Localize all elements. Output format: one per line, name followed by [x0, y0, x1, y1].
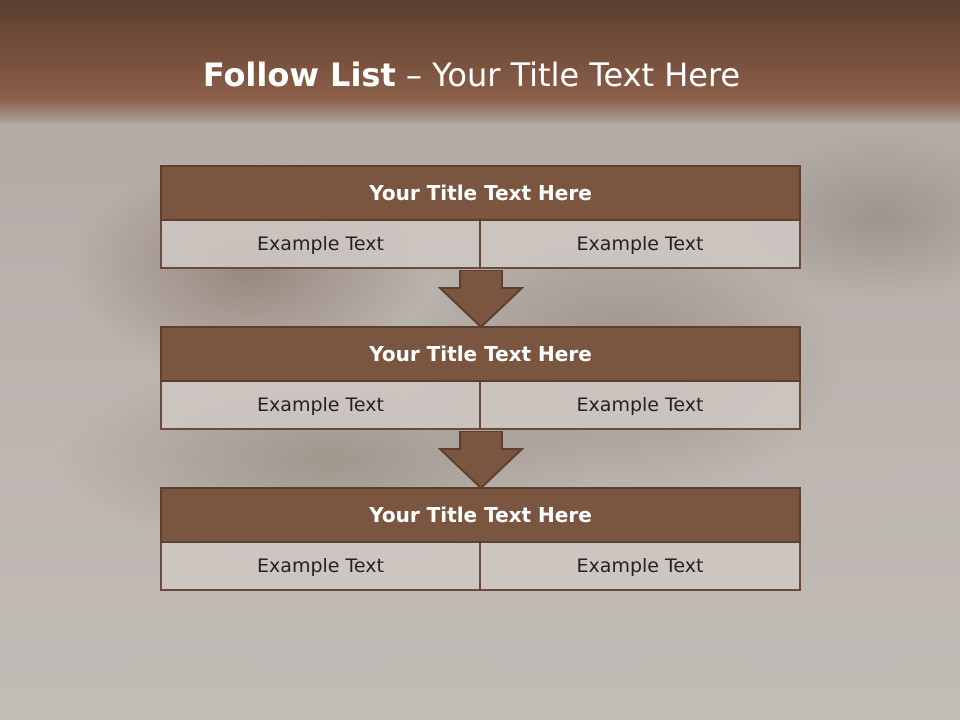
slide-title-rest: – Your Title Text Here [395, 56, 741, 94]
down-arrow-icon [438, 270, 524, 328]
block-item-right: Example Text [481, 382, 801, 430]
down-arrow-icon [438, 431, 524, 489]
header-band [0, 0, 960, 125]
block-item-left: Example Text [160, 543, 481, 591]
block-row: Example Text Example Text [160, 221, 801, 269]
slide-title-strong: Follow List [202, 56, 396, 94]
block-row: Example Text Example Text [160, 543, 801, 591]
block-item-right: Example Text [481, 543, 801, 591]
list-block-1: Your Title Text Here Example Text Exampl… [160, 165, 801, 269]
block-row: Example Text Example Text [160, 382, 801, 430]
block-title: Your Title Text Here [160, 487, 801, 543]
slide-title: Follow List – Your Title Text Here [0, 52, 943, 98]
block-title: Your Title Text Here [160, 326, 801, 382]
block-title: Your Title Text Here [160, 165, 801, 221]
list-block-2: Your Title Text Here Example Text Exampl… [160, 326, 801, 430]
block-item-left: Example Text [160, 221, 481, 269]
block-item-left: Example Text [160, 382, 481, 430]
block-item-right: Example Text [481, 221, 801, 269]
list-block-3: Your Title Text Here Example Text Exampl… [160, 487, 801, 591]
